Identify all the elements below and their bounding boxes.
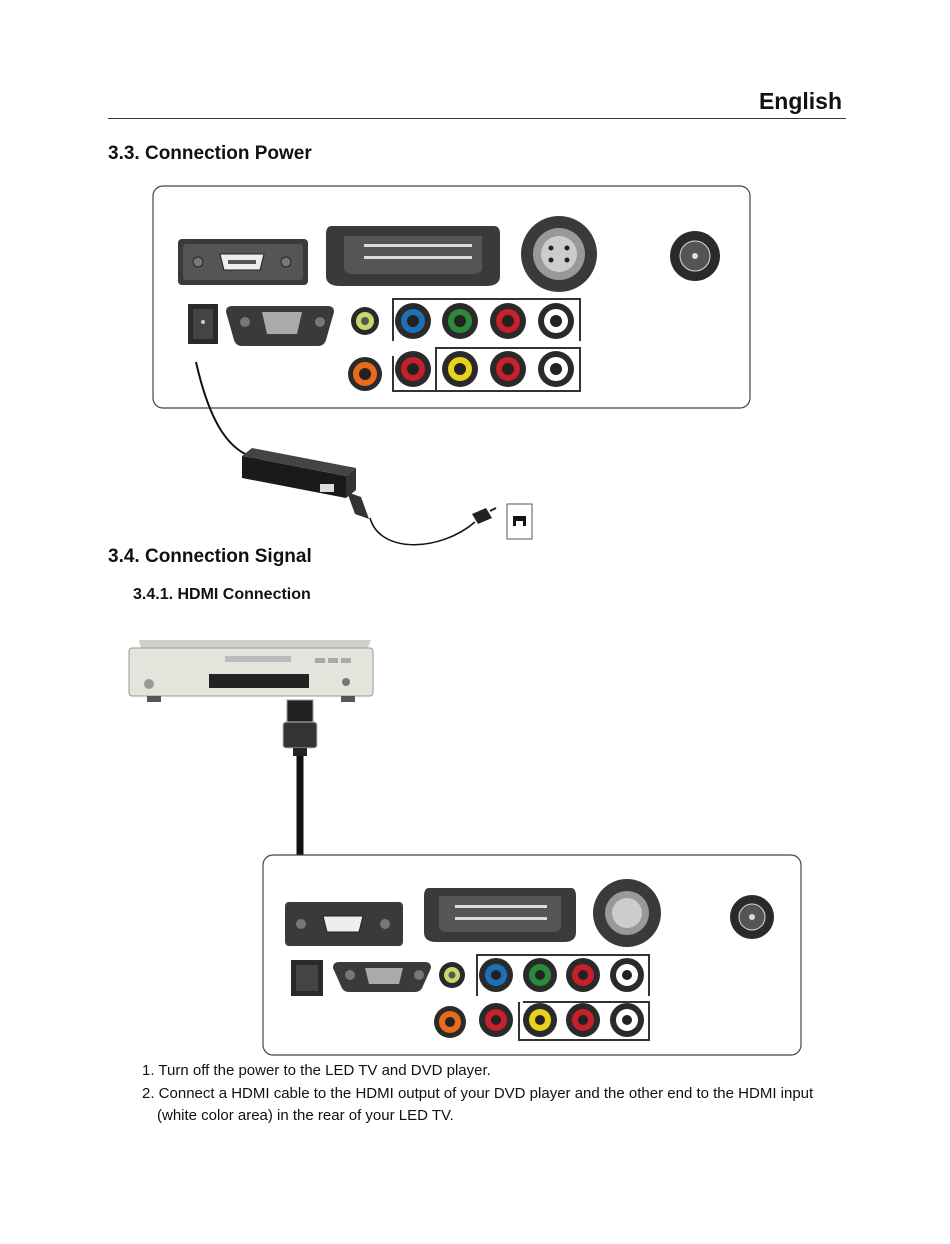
scart-port <box>326 226 500 286</box>
wall-outlet-icon <box>507 504 532 539</box>
power-adapter <box>242 448 356 498</box>
header-rule <box>108 118 846 119</box>
instruction-step-2-continued: (white color area) in the rear of your L… <box>157 1105 454 1127</box>
hdmi-port-highlight <box>285 902 403 946</box>
power-connection-diagram <box>150 184 755 549</box>
language-label: English <box>759 88 842 115</box>
hdmi-connection-diagram <box>125 630 805 1058</box>
instruction-step-2: 2. Connect a HDMI cable to the HDMI outp… <box>142 1083 813 1105</box>
section-title-signal: 3.4. Connection Signal <box>108 546 312 568</box>
scart-port <box>424 888 576 942</box>
rf-antenna-port <box>670 231 720 281</box>
rca-jack-blue <box>395 303 431 339</box>
dc-power-port <box>291 960 323 996</box>
s-video-port <box>521 216 597 292</box>
power-plug <box>347 492 496 545</box>
rca-jack-red <box>490 303 526 339</box>
s-video-port <box>593 879 661 947</box>
vga-port <box>333 962 431 992</box>
dc-power-port <box>188 304 218 344</box>
section-title-hdmi: 3.4.1. HDMI Connection <box>133 586 311 604</box>
vga-port <box>226 306 334 346</box>
rca-jack-red <box>490 351 526 387</box>
rca-jack-green <box>442 303 478 339</box>
hdmi-cable-connector <box>283 700 317 756</box>
rca-jack-red <box>395 351 431 387</box>
dvd-player <box>129 640 373 702</box>
rca-jack-white <box>538 351 574 387</box>
rca-jack-white <box>538 303 574 339</box>
hdmi-port <box>178 239 308 285</box>
rf-antenna-port <box>730 895 774 939</box>
instruction-step-1: 1. Turn off the power to the LED TV and … <box>142 1060 491 1082</box>
section-title-power: 3.3. Connection Power <box>108 143 312 165</box>
rca-jack-yellow <box>442 351 478 387</box>
